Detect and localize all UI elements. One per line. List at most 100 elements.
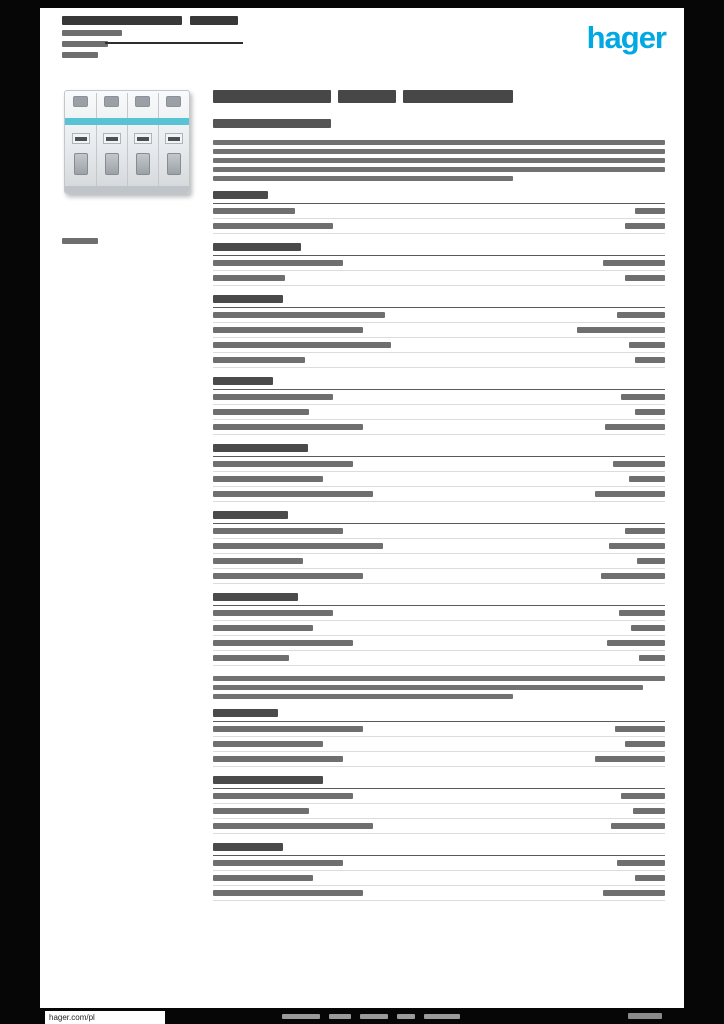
spec-value-bar <box>625 223 665 229</box>
paragraph-line-bar <box>213 685 643 690</box>
doc-subline-bar <box>62 52 98 58</box>
label-window-text <box>167 137 180 141</box>
terminal-screw <box>166 96 181 107</box>
spec-row <box>213 651 665 666</box>
spec-section <box>213 511 665 584</box>
spec-row <box>213 472 665 487</box>
terminal-screw <box>135 96 150 107</box>
spec-row <box>213 204 665 219</box>
spec-section <box>213 295 665 368</box>
doc-header-redacted <box>62 16 442 72</box>
spec-label-bar <box>213 543 383 549</box>
section-header-bar <box>213 191 268 199</box>
spec-label-bar <box>213 875 313 881</box>
paragraph-line-bar <box>213 149 665 154</box>
spec-label-bar <box>213 756 343 762</box>
breaker-toggle <box>135 153 150 175</box>
spec-value-bar <box>625 275 665 281</box>
paragraph-line-bar <box>213 694 513 699</box>
spec-value-bar <box>639 655 665 661</box>
footer-icon-bar <box>424 1014 460 1019</box>
spec-row <box>213 405 665 420</box>
spec-value-bar <box>601 573 665 579</box>
section-header-bar <box>213 593 298 601</box>
spec-row <box>213 390 665 405</box>
spec-row <box>213 353 665 368</box>
spec-label-bar <box>213 823 373 829</box>
footer-icons-redacted <box>282 1014 460 1019</box>
terminal-screw <box>73 96 88 107</box>
spec-value-bar <box>595 756 665 762</box>
spec-label-bar <box>213 461 353 467</box>
spec-label-bar <box>213 741 323 747</box>
spec-value-bar <box>617 312 665 318</box>
spec-row <box>213 856 665 871</box>
spec-row <box>213 323 665 338</box>
spec-value-bar <box>637 558 665 564</box>
doc-subline <box>62 41 442 47</box>
spec-row <box>213 457 665 472</box>
label-window <box>133 133 152 144</box>
section-rule <box>213 456 665 457</box>
footer-page-info-redacted <box>628 1013 662 1019</box>
section-rule <box>213 788 665 789</box>
paragraph-line-bar <box>213 176 513 181</box>
spec-value-bar <box>625 528 665 534</box>
spec-row <box>213 554 665 569</box>
spec-value-bar <box>577 327 665 333</box>
spec-section <box>213 843 665 901</box>
terminal-screw <box>104 96 119 107</box>
spec-value-bar <box>607 640 665 646</box>
spec-value-bar <box>619 610 665 616</box>
footer-site-link[interactable]: hager.com/pl <box>45 1011 165 1024</box>
section-rule <box>213 523 665 524</box>
section-rule <box>213 605 665 606</box>
spec-value-bar <box>633 808 665 814</box>
label-window-text <box>136 137 149 141</box>
spec-value-bar <box>615 726 665 732</box>
intro-paragraph-redacted <box>213 140 665 181</box>
spec-value-bar <box>605 424 665 430</box>
spec-value-bar <box>631 625 665 631</box>
spec-row <box>213 256 665 271</box>
spec-label-bar <box>213 640 353 646</box>
spec-section <box>213 191 665 234</box>
spec-row <box>213 219 665 234</box>
label-window <box>164 133 183 144</box>
spec-row <box>213 487 665 502</box>
spec-value-bar <box>635 208 665 214</box>
spec-value-bar <box>603 260 665 266</box>
breaker-toggle <box>73 153 88 175</box>
spec-value-bar <box>617 860 665 866</box>
spec-row <box>213 871 665 886</box>
terminal-screws <box>65 96 189 107</box>
product-title-redacted <box>213 90 665 103</box>
spec-row <box>213 722 665 737</box>
spec-row <box>213 524 665 539</box>
section-header-bar <box>213 843 283 851</box>
section-header-bar <box>213 709 278 717</box>
spec-row <box>213 569 665 584</box>
spec-value-bar <box>635 875 665 881</box>
section-header-bar <box>213 511 288 519</box>
label-window-text <box>74 137 87 141</box>
pole-divider <box>127 93 128 191</box>
spec-row <box>213 420 665 435</box>
spec-row <box>213 271 665 286</box>
spec-value-bar <box>635 357 665 363</box>
datasheet-page: hager <box>40 8 684 1008</box>
spec-label-bar <box>213 342 391 348</box>
spec-label-bar <box>213 726 363 732</box>
footer-icon-bar <box>397 1014 415 1019</box>
spec-label-bar <box>213 476 323 482</box>
section-rule <box>213 307 665 308</box>
spec-row <box>213 819 665 834</box>
product-photo <box>62 88 194 200</box>
spec-section <box>213 593 665 666</box>
spec-label-bar <box>213 573 363 579</box>
footer-icon-bar <box>329 1014 351 1019</box>
spec-label-bar <box>213 558 303 564</box>
spec-label-bar <box>213 793 353 799</box>
spec-value-bar <box>629 476 665 482</box>
